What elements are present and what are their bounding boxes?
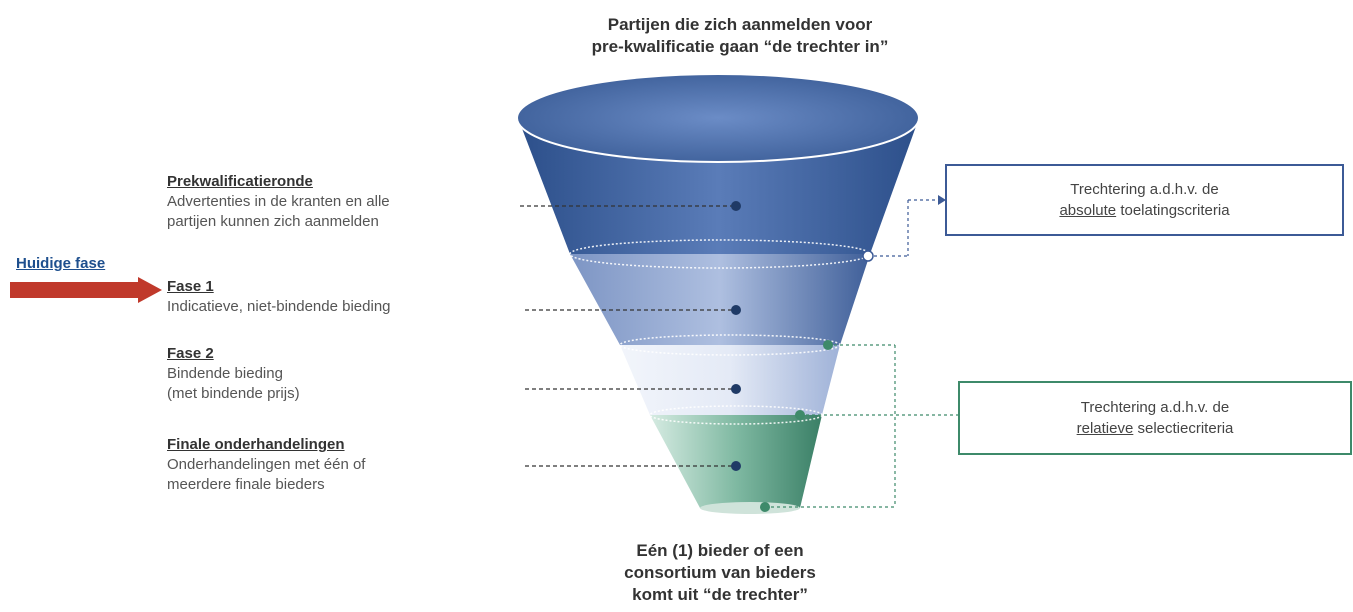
box-line2-rest: selectiecriteria <box>1133 420 1234 437</box>
stage-title: Finale onderhandelingen <box>167 436 345 453</box>
absolute-criteria-box: Trechtering a.d.h.v. de absolute toelati… <box>945 164 1344 236</box>
box-underlined-term: absolute <box>1059 202 1117 219</box>
box-underlined-term: relatieve <box>1076 420 1134 437</box>
funnel-section-fase1 <box>570 254 870 345</box>
funnel-rim <box>516 73 920 163</box>
stage-prekwalificatie: Prekwalificatieronde Advertenties in de … <box>167 172 390 232</box>
top-caption-line1: Partijen die zich aanmelden voor <box>607 15 873 34</box>
stage-title: Prekwalificatieronde <box>167 173 313 190</box>
stage-description-line: (met bindende prijs) <box>167 385 300 402</box>
funnel-section-fase2 <box>620 345 840 415</box>
box-line2: absolute toelatingscriteria <box>947 200 1342 221</box>
bottom-caption-line3: komt uit “de trechter” <box>632 585 808 604</box>
stage-description-line: Onderhandelingen met één of <box>167 456 366 473</box>
marker-fase2 <box>731 384 741 394</box>
stage-fase2: Fase 2 Bindende bieding (met bindende pr… <box>167 344 300 404</box>
marker-finale <box>731 461 741 471</box>
stage-description-line: Advertenties in de kranten en alle <box>167 193 390 210</box>
marker-fase1 <box>731 305 741 315</box>
stage-description-line: meerdere finale bieders <box>167 476 325 493</box>
top-caption-line2: pre-kwalificatie gaan “de trechter in” <box>591 37 889 56</box>
stage-finale-onderhandelingen: Finale onderhandelingen Onderhandelingen… <box>167 435 365 495</box>
box-line1: Trechtering a.d.h.v. de <box>1080 399 1230 416</box>
box-line2: relatieve selectiecriteria <box>960 418 1350 439</box>
bottom-caption-line1: Eén (1) bieder of een <box>636 541 804 560</box>
relative-criteria-box: Trechtering a.d.h.v. de relatieve select… <box>958 381 1352 455</box>
current-phase-label: Huidige fase <box>16 255 106 272</box>
stage-fase1: Fase 1 Indicatieve, niet-bindende biedin… <box>167 277 391 317</box>
bottom-caption-line2: consortium van bieders <box>624 563 816 582</box>
box-line2-rest: toelatingscriteria <box>1116 202 1230 219</box>
stage-description-line: Bindende bieding <box>167 365 283 382</box>
box-line1: Trechtering a.d.h.v. de <box>1070 181 1219 198</box>
bottom-caption: Eén (1) bieder of een consortium van bie… <box>560 540 880 606</box>
marker-prekwalificatie <box>731 201 741 211</box>
top-caption: Partijen die zich aanmelden voor pre-kwa… <box>520 14 960 58</box>
stage-title: Fase 2 <box>167 345 214 362</box>
stage-title: Fase 1 <box>167 278 214 295</box>
stage-description-line: Indicatieve, niet-bindende bieding <box>167 298 391 315</box>
current-phase-arrow-icon <box>10 277 162 303</box>
stage-description-line: partijen kunnen zich aanmelden <box>167 213 379 230</box>
